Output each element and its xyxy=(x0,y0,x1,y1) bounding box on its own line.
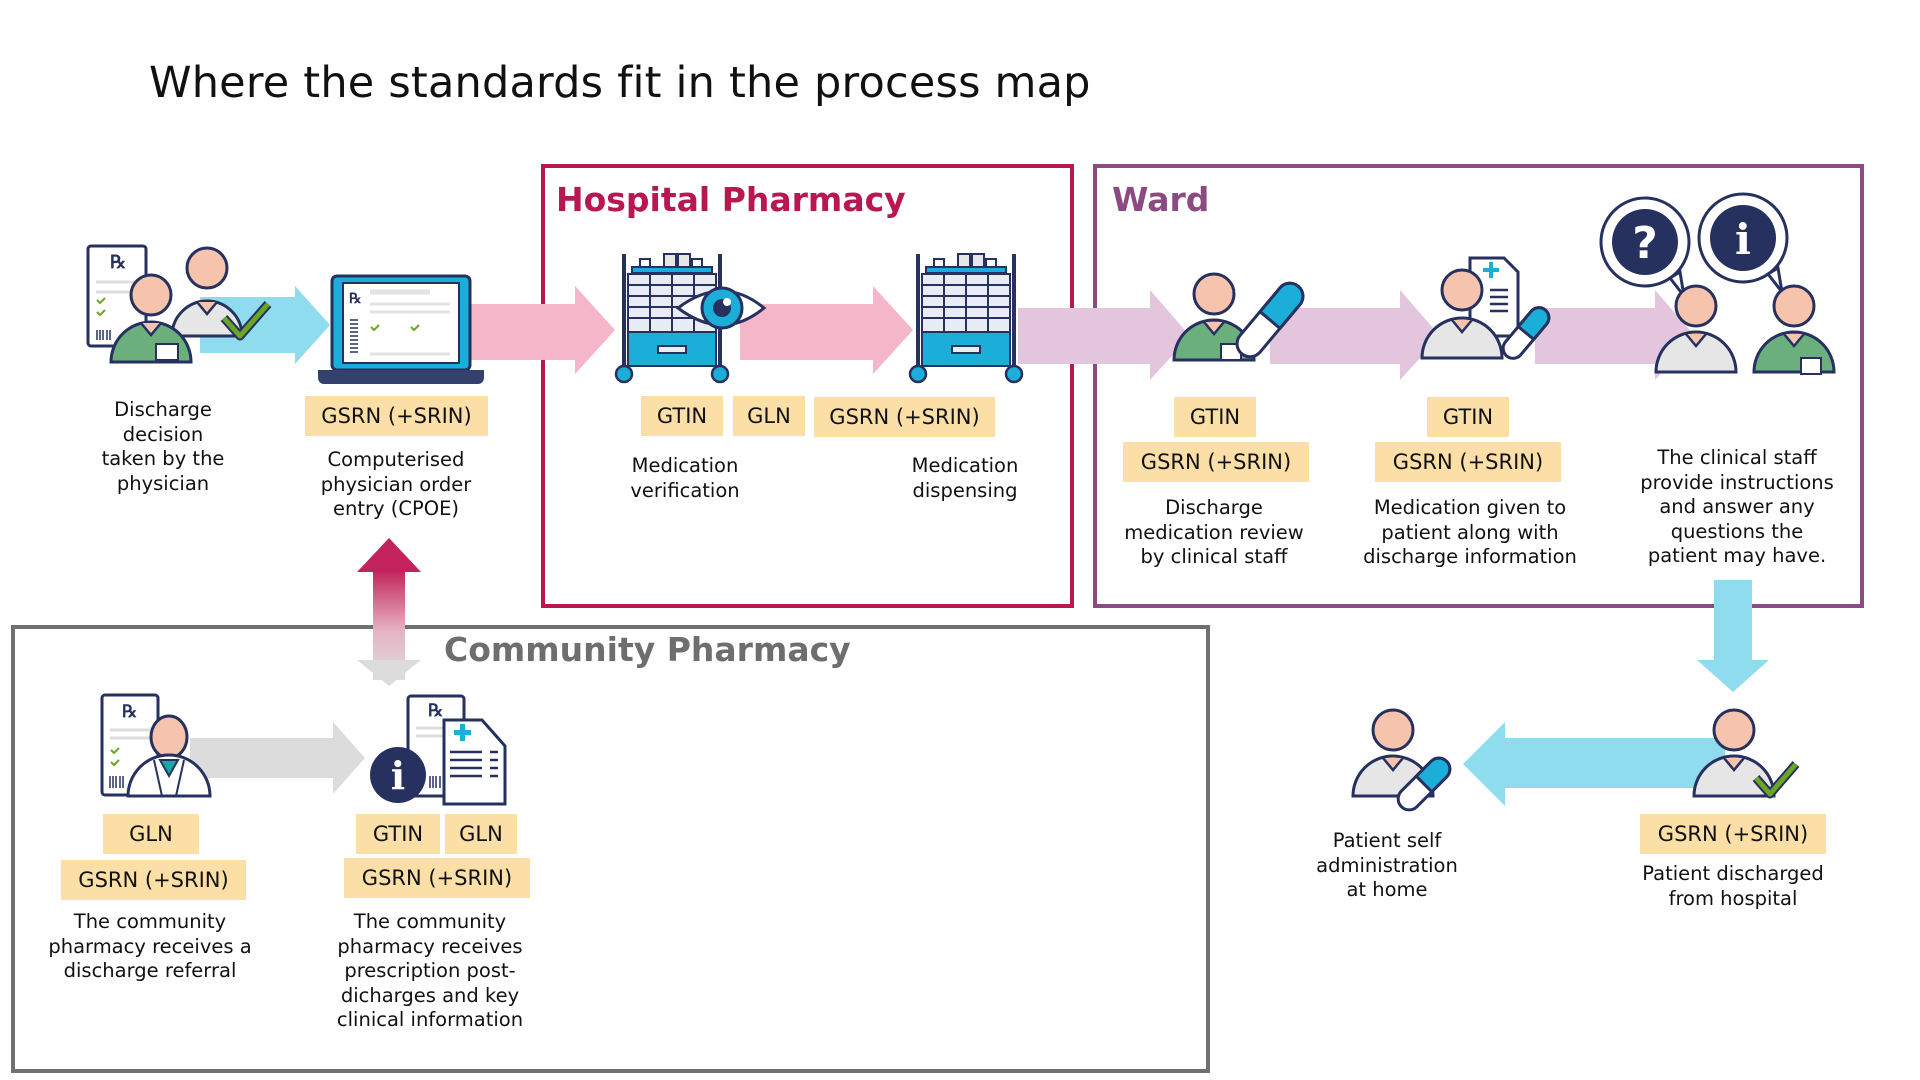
medication-cart-icon xyxy=(908,253,1024,384)
tag-gsrn-srin: GSRN (+SRIN) xyxy=(61,860,246,900)
document-icon xyxy=(442,718,507,806)
patient-self-administration-icon xyxy=(1351,708,1452,812)
tag-gsrn-srin: GSRN (+SRIN) xyxy=(1640,814,1826,854)
tag-gtin: GTIN xyxy=(1427,397,1509,437)
arrow-ward-to-discharged xyxy=(1697,580,1769,692)
patient-icon xyxy=(170,246,244,338)
arrow-referral-to-prescription xyxy=(190,722,365,794)
svg-text:℞: ℞ xyxy=(110,252,126,273)
arrow-discharged-to-home xyxy=(1463,722,1725,806)
tag-gln: GLN xyxy=(733,396,805,436)
caption-cpoe: Computerised physician order entry (CPOE… xyxy=(320,448,472,520)
info-bubble-icon: i xyxy=(1697,192,1789,293)
caption-discharge-medication-review: Discharge medication review by clinical … xyxy=(1124,496,1304,568)
pharmacist-icon xyxy=(126,714,212,798)
ward-section xyxy=(1093,164,1864,608)
tag-gtin: GTIN xyxy=(1174,397,1256,437)
arrow-verification-to-dispensing xyxy=(740,286,913,374)
physician-icon xyxy=(109,273,193,364)
community-pharmacy-section xyxy=(11,625,1210,1073)
hospital-pharmacy-title: Hospital Pharmacy xyxy=(556,180,906,219)
pill-icon xyxy=(1501,306,1551,360)
patient-discharged-icon xyxy=(1692,708,1800,799)
caption-clinical-staff-instructions: The clinical staff provide instructions … xyxy=(1640,446,1834,567)
caption-patient-discharged: Patient discharged from hospital xyxy=(1642,862,1824,910)
page-title: Where the standards fit in the process m… xyxy=(149,58,1091,108)
tag-gsrn-srin: GSRN (+SRIN) xyxy=(1375,442,1561,482)
community-referral-icon: ℞ xyxy=(100,693,212,798)
laptop-icon: ℞ xyxy=(318,274,484,384)
caption-medication-dispensing: Medication dispensing xyxy=(911,454,1019,502)
svg-text:?: ? xyxy=(1632,218,1658,269)
eye-icon xyxy=(675,286,767,330)
svg-text:℞: ℞ xyxy=(349,291,362,307)
caption-patient-self-administration: Patient self administration at home xyxy=(1316,829,1458,901)
arrow-review-to-given xyxy=(1270,290,1440,380)
patient-icon xyxy=(1654,284,1738,374)
caption-medication-given: Medication given to patient along with d… xyxy=(1363,496,1577,568)
caption-community-discharge-referral: The community pharmacy receives a discha… xyxy=(48,910,252,982)
tag-gln: GLN xyxy=(445,814,517,854)
hospital-pharmacy-section xyxy=(541,164,1074,608)
tag-gtin: GTIN xyxy=(641,396,723,436)
ward-title: Ward xyxy=(1112,180,1210,219)
medication-given-icon xyxy=(1420,256,1551,360)
caption-medication-verification: Medication verification xyxy=(630,454,740,502)
tag-gsrn-srin: GSRN (+SRIN) xyxy=(305,396,488,436)
caption-community-receives-prescription: The community pharmacy receives prescrip… xyxy=(336,910,524,1031)
question-bubble-icon: ? xyxy=(1599,196,1691,297)
arrow-dispensing-to-review xyxy=(1018,290,1190,380)
discharge-decision-icon: ℞ xyxy=(86,244,272,364)
svg-text:℞: ℞ xyxy=(122,702,137,722)
staff-with-pill-icon xyxy=(1172,272,1305,362)
staff-icon xyxy=(1752,284,1836,375)
tag-gsrn-srin: GSRN (+SRIN) xyxy=(1123,442,1309,482)
arrow-cpoe-community-bidirectional xyxy=(357,538,421,686)
svg-text:℞: ℞ xyxy=(428,701,443,721)
pill-icon xyxy=(1235,281,1305,359)
arrow-cpoe-to-verification xyxy=(470,286,615,374)
pill-icon xyxy=(1396,756,1452,812)
svg-text:i: i xyxy=(1735,215,1751,264)
tag-gsrn-srin: GSRN (+SRIN) xyxy=(814,397,995,437)
clinical-staff-instructions-icon: ? i xyxy=(1599,192,1836,375)
tag-gsrn-srin: GSRN (+SRIN) xyxy=(344,858,530,898)
tag-gln: GLN xyxy=(103,814,199,854)
community-prescription-icon: ℞ i xyxy=(370,694,507,806)
info-icon: i xyxy=(370,747,426,803)
tag-gtin: GTIN xyxy=(356,814,440,854)
svg-text:i: i xyxy=(391,753,405,798)
caption-discharge-decision: Discharge decision taken by the physicia… xyxy=(101,398,225,495)
community-pharmacy-title: Community Pharmacy xyxy=(444,630,851,669)
